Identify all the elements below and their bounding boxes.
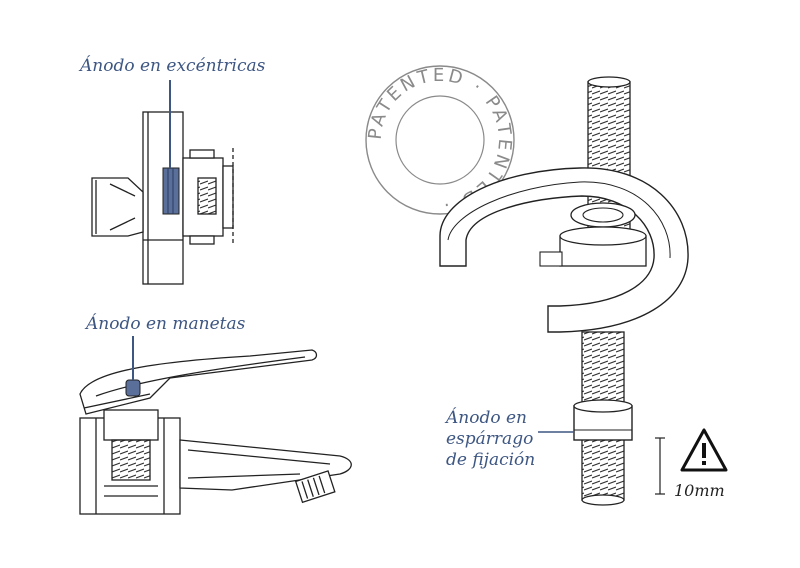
label-anode-rod-line3: de fijación xyxy=(446,450,536,470)
label-anode-rod: Ánodo en espárrago de fijación xyxy=(446,408,535,471)
handle-anode xyxy=(125,379,141,397)
label-anode-rod-line2: espárrago xyxy=(446,429,534,449)
eccentric-anode xyxy=(162,167,180,215)
fixing-rod-assembly xyxy=(439,76,689,506)
warning-triangle-icon xyxy=(680,428,728,472)
faucet-handle-drawing xyxy=(79,349,352,515)
measurement-label: 10mm xyxy=(674,481,725,500)
eccentric-fitting-drawing xyxy=(91,111,234,285)
label-anode-rod-line1: Ánodo en xyxy=(446,408,527,428)
label-anode-eccentric: Ánodo en excéntricas xyxy=(80,56,266,76)
dimension-line xyxy=(655,437,665,495)
label-anode-handle: Ánodo en manetas xyxy=(86,314,246,334)
